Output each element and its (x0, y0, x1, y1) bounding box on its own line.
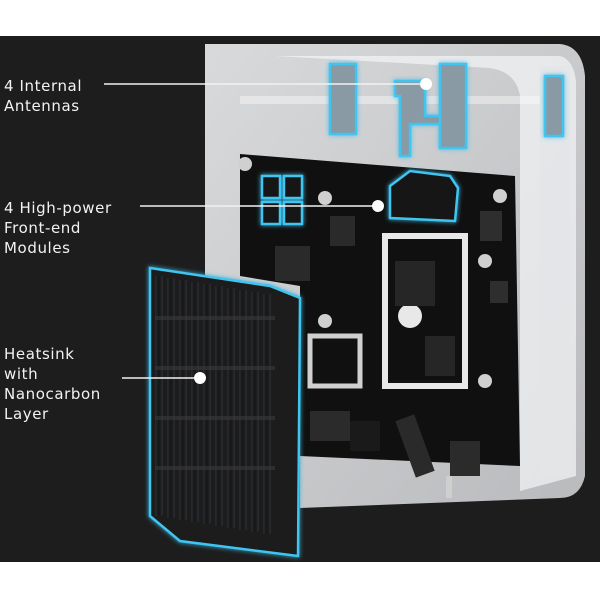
product-image-frame: 4 Internal Antennas 4 High-power Front-e… (0, 36, 600, 562)
front-end-modules (260, 169, 460, 226)
internal-antennas (328, 62, 565, 158)
heatsink (148, 266, 302, 558)
router-illustration (104, 44, 585, 558)
antennas-callout-dot (420, 78, 432, 90)
heatsink-callout-dot (194, 372, 206, 384)
circuit-board (238, 154, 520, 498)
fem-callout-label: 4 High-power Front-end Modules (4, 199, 112, 257)
heatsink-fins (155, 276, 271, 534)
antennas-callout-label: 4 Internal Antennas (4, 77, 83, 115)
heatsink-callout-label: Heatsink with Nanocarbon Layer (4, 345, 101, 423)
fem-callout-dot (372, 200, 384, 212)
